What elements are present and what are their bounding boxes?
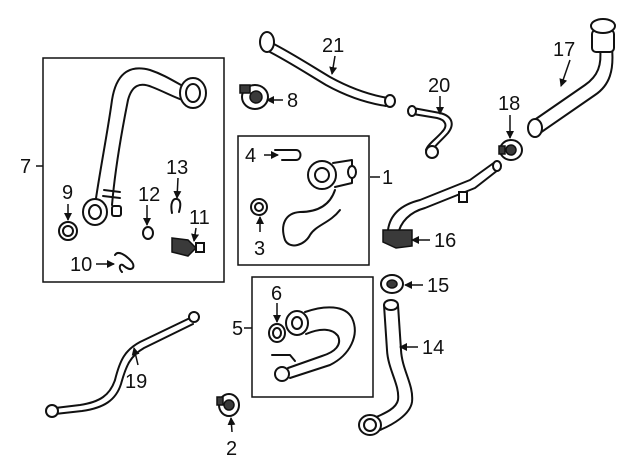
pipe-part-21 — [259, 31, 396, 108]
callout-19: 19 — [125, 371, 147, 393]
callout-3: 3 — [254, 238, 265, 260]
o-ring-part-6 — [268, 323, 286, 343]
hose-part-17 — [527, 18, 616, 138]
seal-part-12 — [142, 226, 154, 240]
callout-13: 13 — [166, 157, 188, 179]
callout-18: 18 — [498, 93, 520, 115]
group-box-1 — [237, 135, 370, 266]
pipe-part-20 — [407, 105, 453, 159]
callout-21: 21 — [322, 35, 344, 57]
callout-10: 10 — [70, 254, 92, 276]
callout-9: 9 — [62, 182, 73, 204]
clamp-part-2 — [216, 393, 240, 417]
o-ring-part-3 — [250, 198, 268, 216]
clamp-part-18 — [498, 139, 523, 161]
hose-part-1 — [282, 159, 357, 247]
group-box-5 — [251, 276, 374, 398]
clip-part-13 — [170, 197, 182, 214]
group-box-7 — [42, 57, 225, 283]
hose-part-7 — [82, 67, 207, 226]
callout-15: 15 — [427, 275, 449, 297]
callout-17: 17 — [553, 39, 575, 61]
callout-5: 5 — [232, 318, 243, 340]
callout-11: 11 — [189, 207, 210, 229]
callout-20: 20 — [428, 75, 450, 97]
callout-4: 4 — [245, 145, 256, 167]
callout-16: 16 — [434, 230, 456, 252]
hose-part-5 — [271, 306, 356, 382]
clip-part-10 — [114, 252, 135, 273]
leader-lines — [36, 55, 571, 433]
pipe-part-19 — [45, 311, 200, 418]
clip-part-4 — [274, 149, 302, 161]
callout-6: 6 — [271, 283, 282, 305]
pipe-part-16 — [382, 160, 502, 249]
callout-1: 1 — [382, 167, 393, 189]
callout-8: 8 — [287, 90, 298, 112]
sensor-part-11 — [171, 237, 205, 257]
hose-part-14 — [358, 299, 414, 436]
callout-2: 2 — [226, 438, 237, 460]
clamp-part-8 — [239, 84, 269, 110]
callout-12: 12 — [138, 184, 160, 206]
o-ring-part-9 — [58, 221, 78, 241]
clamp-part-15 — [380, 274, 404, 294]
callout-7: 7 — [20, 156, 31, 178]
callout-14: 14 — [422, 337, 444, 359]
